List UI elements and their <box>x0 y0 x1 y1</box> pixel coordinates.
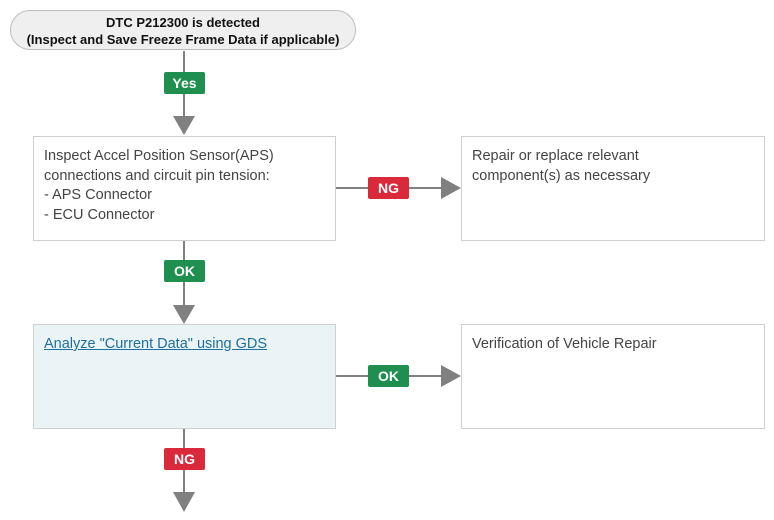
inspect-line-1: Inspect Accel Position Sensor(APS) <box>44 148 274 164</box>
arrowhead-repair <box>441 177 461 199</box>
repair-line-1: Repair or replace relevant <box>472 148 639 164</box>
inspect-line-4: - ECU Connector <box>44 206 155 223</box>
start-node: DTC P212300 is detected (Inspect and Sav… <box>10 10 356 50</box>
arrowhead-inspect <box>173 116 195 135</box>
inspect-ng-badge: NG <box>368 177 409 199</box>
inspect-step-box: Inspect Accel Position Sensor(APS) conne… <box>33 136 336 241</box>
analyze-ng-badge: NG <box>164 448 205 470</box>
arrowhead-bottom <box>173 492 195 512</box>
start-title: DTC P212300 is detected <box>106 15 260 30</box>
inspect-line-3: - APS Connector <box>44 187 152 203</box>
analyze-current-data-link[interactable]: Analyze "Current Data" using GDS <box>44 336 268 352</box>
analyze-step-box: Analyze "Current Data" using GDS <box>33 324 336 429</box>
repair-line-2: component(s) as necessary <box>472 167 651 184</box>
verify-step-box: Verification of Vehicle Repair <box>461 324 765 429</box>
yes-badge: Yes <box>164 72 205 94</box>
inspect-line-2: connections and circuit pin tension: <box>44 167 270 184</box>
arrowhead-verify <box>441 365 461 387</box>
start-subtitle: (Inspect and Save Freeze Frame Data if a… <box>26 32 340 47</box>
analyze-ok-badge: OK <box>368 365 409 387</box>
repair-step-box: Repair or replace relevant component(s) … <box>461 136 765 241</box>
verify-text: Verification of Vehicle Repair <box>472 336 657 352</box>
inspect-ok-badge: OK <box>164 260 205 282</box>
arrowhead-analyze <box>173 305 195 324</box>
